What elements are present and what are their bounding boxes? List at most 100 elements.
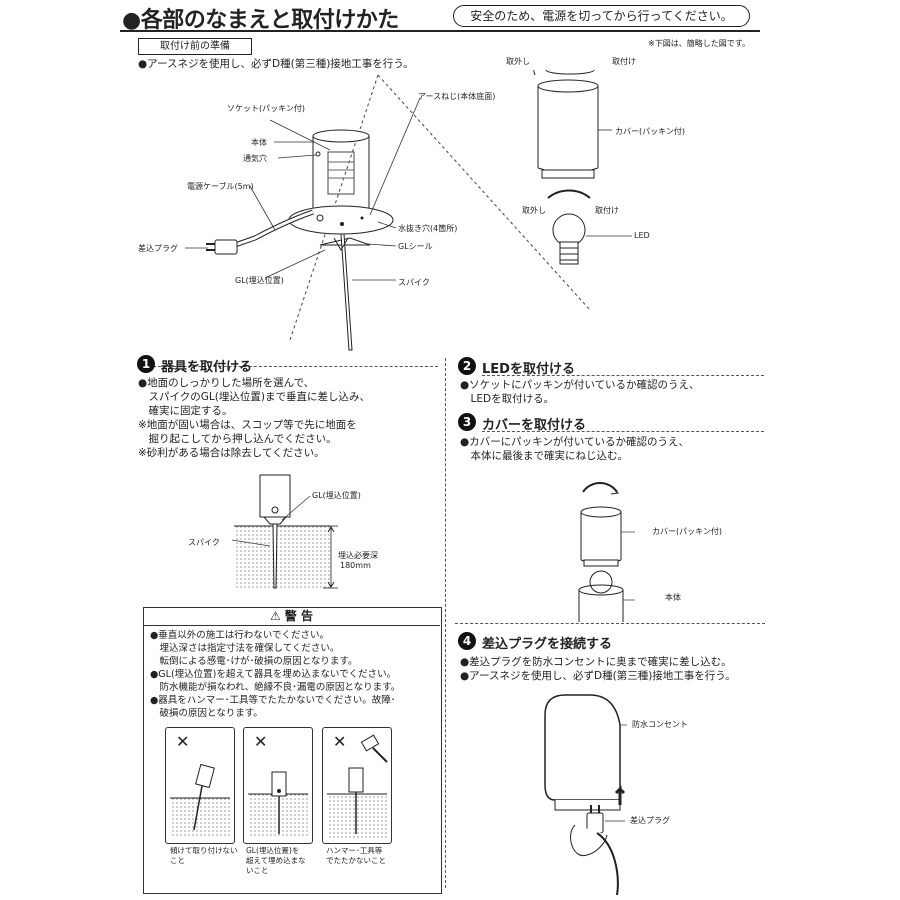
warn-line: 防水機能が損なわれ、絶縁不良･漏電の原因となります。 <box>150 682 401 693</box>
prohibited-icon: ✕ <box>176 732 190 751</box>
label-remove-top: 取外し <box>506 57 530 66</box>
warn-line: 埋込深さは指定寸法を確保してください。 <box>150 643 340 654</box>
section-2-title: LEDを取付ける <box>482 362 575 377</box>
warning-panel-too-deep: ✕ <box>243 727 313 844</box>
caption-line: 傾けて取り付けない <box>170 846 238 855</box>
label-cover: カバー(パッキン付) <box>615 127 686 136</box>
label-cable: 電源ケーブル(5m) <box>187 182 254 191</box>
panel-caption-3: ハンマー･工具等 でたたかないこと <box>326 846 386 866</box>
s3-line: 本体に最後まで確実にねじ込む。 <box>460 450 628 462</box>
s3-label-cover: カバー(パッキン付) <box>652 527 723 536</box>
caption-line: こと <box>170 856 185 865</box>
label-earth-screw: アースねじ(本体底面) <box>418 92 496 101</box>
s1-line: ※地面が固い場合は、スコップ等で先に地面を <box>138 419 357 431</box>
warning-box <box>143 607 442 894</box>
install-depth-figure <box>231 474 338 590</box>
label-plug: 差込プラグ <box>138 244 178 253</box>
s4-line: ●差込プラグを防水コンセントに奥まで確実に差し込む。 <box>460 656 732 668</box>
panel-caption-2: GL(埋込位置)を 超えて埋め込まな いこと <box>246 846 306 876</box>
s1-label-depth: 埋込必要深 <box>338 551 378 560</box>
section-4-number: 4 <box>458 632 476 650</box>
spike-drawing <box>272 523 278 589</box>
warning-panel-hammer: ✕ <box>322 727 392 844</box>
s1-line: ●地面のしっかりした場所を選んで、 <box>138 377 315 389</box>
s3-label-body: 本体 <box>665 593 681 602</box>
soil-area <box>234 526 330 590</box>
warn-line: ●垂直以外の施工は行わないでください。 <box>150 630 330 641</box>
label-remove-mid: 取外し <box>522 206 546 215</box>
caption-line: ハンマー･工具等 <box>326 846 383 855</box>
warning-title: ⚠警 告 <box>143 607 440 626</box>
plug-drawing <box>214 239 238 255</box>
caption-line: いこと <box>246 866 269 875</box>
s2-line: ●ソケットにパッキンが付いているか確認のうえ、 <box>460 379 700 391</box>
up-arrow-icon <box>614 785 626 805</box>
s1-line: スパイクのGL(埋込位置)まで垂直に差し込み、 <box>138 391 370 403</box>
s2-line: LEDを取付ける。 <box>460 393 555 405</box>
divider-2 <box>482 375 764 376</box>
caption-line: GL(埋込位置)を <box>246 846 300 855</box>
warning-title-text: 警 告 <box>284 609 313 623</box>
label-body: 本体 <box>251 138 267 147</box>
section-2-number: 2 <box>458 357 476 375</box>
s1-line: 確実に固定する。 <box>138 405 233 417</box>
prep-text: ●アースネジを使用し、必ずD種(第三種)接地工事を行う。 <box>138 58 414 70</box>
fixture-drawing <box>259 474 291 518</box>
panel-caption-1: 傾けて取り付けない こと <box>170 846 238 866</box>
prohibited-icon: ✕ <box>254 732 268 751</box>
s4-label-outlet: 防水コンセント <box>632 720 688 729</box>
warn-line: 破損の原因となります。 <box>150 708 263 719</box>
prohibited-icon: ✕ <box>333 732 347 751</box>
page-title: ●各部のなまえと取付けかた <box>122 8 399 33</box>
s1-label-gl: GL(埋込位置) <box>312 491 361 500</box>
label-spike: スパイク <box>398 278 430 287</box>
warning-text: ●垂直以外の施工は行わないでください。 埋込深さは指定寸法を確保してください。 … <box>150 629 400 720</box>
label-attach-mid: 取付け <box>595 206 619 215</box>
caption-line: でたたかないこと <box>326 856 386 865</box>
label-vent: 通気穴 <box>243 154 267 163</box>
section-3-text: ●カバーにパッキンが付いているか確認のうえ、 本体に最後まで確実にねじ込む。 <box>460 435 689 463</box>
cover-install-figure <box>578 482 635 622</box>
dash-line-1 <box>377 74 591 311</box>
rotate-arrow-icon <box>582 482 618 493</box>
parts-diagram <box>185 70 632 351</box>
label-socket: ソケット(パッキン付) <box>227 104 306 113</box>
cover-drawing <box>533 70 599 179</box>
prep-label: 取付け前の準備 <box>138 38 252 55</box>
s1-line: ※砂利がある場合は除去してください。 <box>138 447 325 459</box>
led-drawing <box>547 189 591 265</box>
warning-panel-tilted: ✕ <box>165 727 235 844</box>
figure-note: ※下図は、簡略した図です。 <box>648 39 750 48</box>
section-1-text: ●地面のしっかりした場所を選んで、 スパイクのGL(埋込位置)まで垂直に差し込み… <box>138 376 370 460</box>
label-gl: GL(埋込位置) <box>235 276 284 285</box>
s4-line: ●アースネジを使用し、必ずD種(第三種)接地工事を行う。 <box>460 670 736 682</box>
outlet-figure <box>544 694 627 895</box>
label-led: LED <box>634 231 650 240</box>
safety-notice: 安全のため、電源を切ってから行ってください。 <box>453 5 750 27</box>
section-1-title: 器具を取付ける <box>161 360 253 375</box>
warn-line: 転倒による感電･けが･破損の原因となります。 <box>150 656 358 667</box>
s1-label-depth-value: 180mm <box>340 561 371 570</box>
s1-line: 掘り起こしてから押し込んでください。 <box>138 433 337 445</box>
section-4-text: ●差込プラグを防水コンセントに奥まで確実に差し込む。 ●アースネジを使用し、必ず… <box>460 655 736 683</box>
column-divider <box>445 358 446 888</box>
caption-line: 超えて埋め込まな <box>246 856 306 865</box>
divider-1 <box>138 366 438 367</box>
label-gl-seal: GLシール <box>398 242 433 251</box>
warning-icon: ⚠ <box>270 609 281 623</box>
fixture-body-drawing <box>288 129 394 351</box>
section-4-title: 差込プラグを接続する <box>482 637 613 652</box>
s3-line: ●カバーにパッキンが付いているか確認のうえ、 <box>460 436 690 448</box>
divider-3 <box>482 431 764 432</box>
hammer-icon <box>360 734 380 752</box>
section-1-number: 1 <box>137 355 155 373</box>
outlet-drawing <box>544 694 621 801</box>
section-2-text: ●ソケットにパッキンが付いているか確認のうえ、 LEDを取付ける。 <box>460 378 700 406</box>
s4-label-plug: 差込プラグ <box>630 816 670 825</box>
s1-label-spike: スパイク <box>188 538 220 547</box>
label-drain: 水抜き穴(4箇所) <box>398 224 458 233</box>
section-3-number: 3 <box>458 413 476 431</box>
divider-4 <box>455 623 765 624</box>
label-attach-top: 取付け <box>612 57 636 66</box>
warn-line: ●GL(埋込位置)を超えて器具を埋め込まないでください。 <box>150 669 397 680</box>
